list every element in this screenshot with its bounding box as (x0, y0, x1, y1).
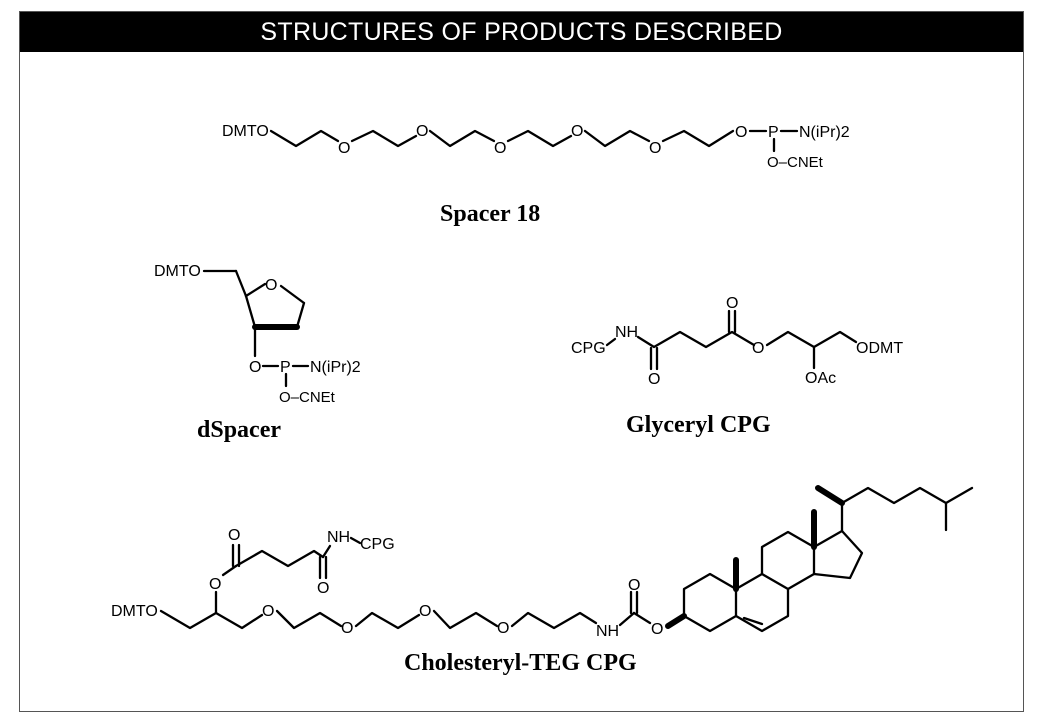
glyceryl-oac-label: OAc (805, 370, 836, 387)
spacer18-chain-bond (269, 129, 340, 148)
cholesteryl-oxygen-label: O (262, 603, 274, 620)
spacer18-chain-bond (350, 129, 418, 148)
dspacer-structure: DMTO O O P N(iPr)2 O–CNEt dSpacer (154, 263, 361, 443)
cholesteryl-nh-label: NH (327, 529, 350, 546)
cholesteryl-cpg-label: CPG (360, 536, 395, 553)
cholesteryl-ester-oxygen-label: O (651, 621, 663, 638)
dspacer-ring-bond (295, 301, 306, 329)
spacer18-chain-bond (583, 129, 651, 148)
dspacer-ring-bond (244, 294, 257, 329)
cholesteryl-oxygen-label: O (209, 576, 221, 593)
glyceryl-chain-bond (636, 330, 756, 349)
spacer18-amine-label: N(iPr)2 (799, 124, 850, 141)
cholesteryl-chain-bond (159, 609, 264, 630)
dspacer-cyanoethyl-label: O–CNEt (279, 389, 336, 406)
cholesteryl-oxygen-label: O (341, 620, 353, 637)
cholesterol-ring-b (734, 572, 790, 633)
cholesteryl-wedge-bond (665, 613, 687, 629)
cholesteryl-oxygen-label: O (419, 603, 431, 620)
cholesteryl-bond (321, 544, 332, 559)
spacer18-name: Spacer 18 (440, 201, 540, 227)
cholesterol-side-chain-bond (840, 486, 974, 505)
dspacer-bond (234, 269, 248, 298)
glyceryl-bond (605, 337, 617, 347)
glyceryl-cpg-label: CPG (571, 340, 606, 357)
dspacer-amine-label: N(iPr)2 (310, 359, 361, 376)
glyceryl-ester-oxygen-label: O (726, 295, 738, 312)
spacer18-structure: DMTO O O O O O O P N(iPr)2 O–CNEt Spacer… (222, 123, 850, 227)
dspacer-phosphorus-label: P (280, 359, 291, 376)
dspacer-ring-bond (279, 284, 306, 305)
cholesteryl-teg-structure: DMTO O O O O NH O O O O O NH CPG (111, 485, 974, 676)
cholesterol-ring-d (812, 529, 864, 580)
dspacer-dmto-label: DMTO (154, 263, 201, 280)
dspacer-oxygen-label: O (249, 359, 261, 376)
spacer18-oxygen-label: O (494, 140, 506, 157)
dspacer-name: dSpacer (197, 417, 281, 443)
spacer18-chain-bond (661, 129, 735, 148)
cholesteryl-chain-bond (234, 549, 325, 568)
glyceryl-odmt-label: ODMT (856, 340, 903, 357)
glyceryl-amide-oxygen-label: O (648, 371, 660, 388)
cholesteryl-bond (221, 564, 238, 577)
glyceryl-ester-link-oxygen-label: O (752, 340, 764, 357)
cholesterol-ring-a (682, 572, 738, 633)
spacer18-oxygen-label: O (735, 124, 747, 141)
spacer18-chain-bond (506, 129, 573, 148)
spacer18-oxygen-label: O (338, 140, 350, 157)
cholesteryl-nh-label: NH (596, 623, 619, 640)
cholesteryl-carbamate-bond (618, 611, 636, 627)
spacer18-oxygen-label: O (649, 140, 661, 157)
cholesteryl-chain-bond (354, 611, 421, 630)
cholesteryl-carbamate-oxygen-label: O (628, 577, 640, 594)
glyceryl-cpg-structure: CPG NH O O O ODMT OAc Glyceryl CPG (571, 295, 903, 438)
cholesteryl-chain-bond (510, 611, 598, 630)
glyceryl-chain-bond (765, 330, 858, 349)
spacer18-chain-bond (428, 129, 496, 148)
figure-frame (19, 11, 1024, 712)
spacer18-oxygen-label: O (416, 123, 428, 140)
cholesteryl-bond (349, 536, 362, 545)
cholesterol-ring-c (760, 530, 816, 591)
cholesteryl-ester-carbonyl-oxygen-label: O (228, 527, 240, 544)
cholesteryl-chain-bond (275, 609, 343, 630)
cholesteryl-amide-oxygen-label: O (317, 580, 329, 597)
cholesteryl-oxygen-label: O (497, 620, 509, 637)
cholesteryl-carbamate-bond (632, 611, 652, 625)
spacer18-dmto-label: DMTO (222, 123, 269, 140)
cholesterol-side-chain-wedge (815, 485, 845, 506)
glyceryl-name: Glyceryl CPG (626, 412, 771, 438)
cholesteryl-dmto-label: DMTO (111, 603, 158, 620)
cholesteryl-chain-bond (432, 609, 499, 630)
page-title: STRUCTURES OF PRODUCTS DESCRIBED (20, 12, 1023, 52)
spacer18-phosphorus-label: P (768, 124, 779, 141)
dspacer-ring-bond (244, 282, 267, 298)
spacer18-oxygen-label: O (571, 123, 583, 140)
spacer18-cyanoethyl-label: O–CNEt (767, 154, 824, 171)
cholesteryl-name: Cholesteryl-TEG CPG (404, 650, 637, 676)
dspacer-ring-oxygen-label: O (265, 277, 277, 294)
glyceryl-nh-label: NH (615, 324, 638, 341)
cholesterol-double-bond (742, 616, 764, 626)
